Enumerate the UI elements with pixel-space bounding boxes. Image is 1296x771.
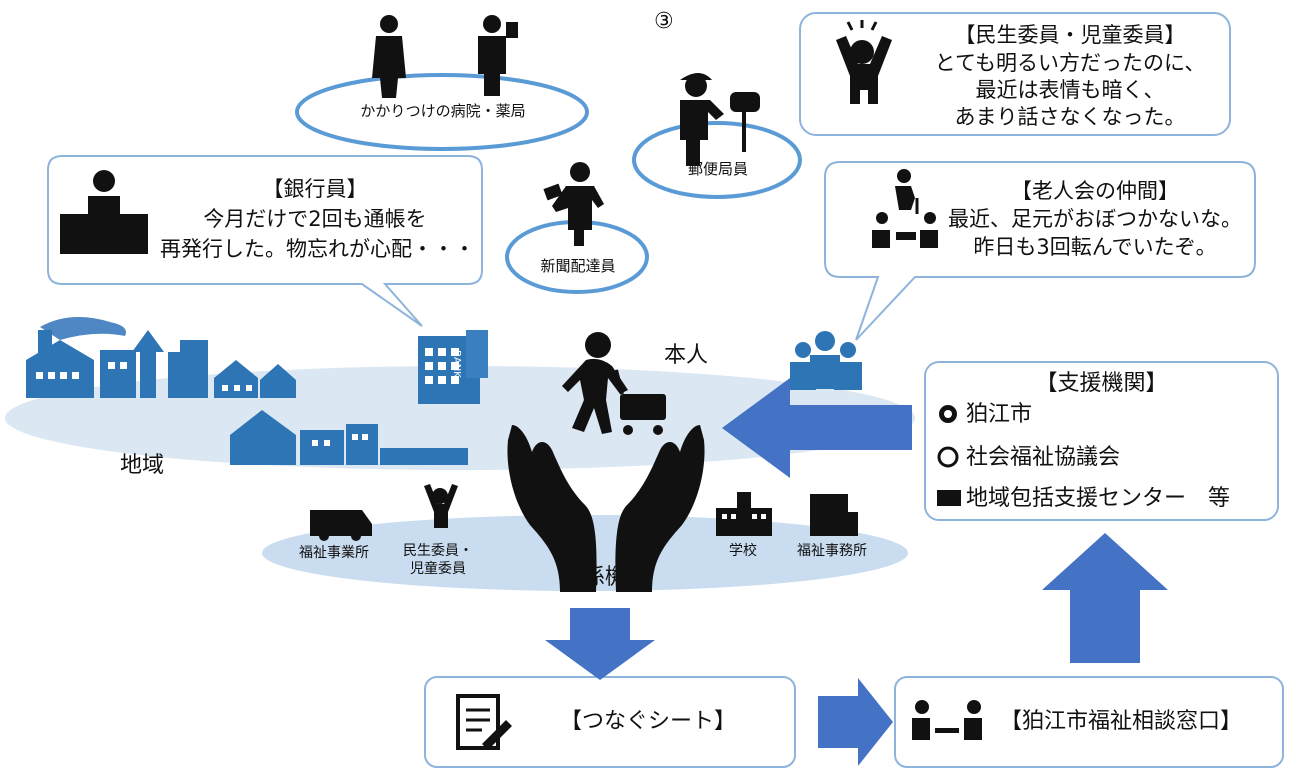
senior-bubble-line: 昨日も3回転んでいたぞ。 <box>973 235 1217 259</box>
support-item-center: 地域包括支援センター 等 <box>966 486 1231 511</box>
welfare-bubble <box>799 12 1231 136</box>
bank-bubble-line: 今月だけで2回も通帳を <box>203 207 427 231</box>
bank-sign: BANK <box>451 350 462 378</box>
clinic-label: かかりつけの病院・薬局 <box>360 102 526 120</box>
elderly-person-icon <box>562 332 666 435</box>
senior-bubble-line: 最近、足元がおぼつかないな。 <box>948 207 1242 231</box>
support-item-komae: 狛江市 <box>966 402 1033 427</box>
postal-label: 郵便局員 <box>687 160 748 178</box>
support-title: 【支援機関】 <box>1035 371 1168 396</box>
supporting-hands-icon <box>507 425 705 592</box>
commissioner-label-1: 民生委員・ <box>403 543 473 559</box>
commissioner-cheer-icon <box>836 20 892 104</box>
sheet-box <box>424 676 796 768</box>
welfare-bubble-title: 【民生委員・児童委員】 <box>954 23 1186 47</box>
bank-bubble <box>47 155 483 327</box>
town-skyline-icon <box>26 317 468 465</box>
commissioner-label-2: 児童委員 <box>410 561 466 577</box>
window-label: 【狛江市福祉相談窓口】 <box>1000 709 1243 734</box>
council-icon <box>937 446 959 468</box>
arrow-right <box>818 678 893 766</box>
support-item-council: 社会福祉協議会 <box>966 445 1121 470</box>
arrow-down <box>545 608 655 680</box>
school-label: 学校 <box>729 543 757 559</box>
page-marker: ③ <box>654 9 674 34</box>
clinic-ellipse <box>295 73 589 151</box>
consultation-icon <box>912 700 982 740</box>
welfare-office-label: 福祉事業所 <box>299 545 369 561</box>
region-label: 地域 <box>120 453 165 478</box>
bank-building-icon <box>418 330 488 404</box>
sheet-label: 【つなぐシート】 <box>560 709 737 734</box>
arrow-left <box>722 378 912 478</box>
bank-bubble-line: 再発行した。物忘れが心配・・・ <box>160 237 475 261</box>
bank-clerk-icon <box>60 170 148 254</box>
welfare-affairs-icon <box>810 494 858 536</box>
welfare-bubble-line: とても明るい方だったのに、 <box>934 51 1206 75</box>
community-center-icon <box>937 490 961 506</box>
document-sheet-icon <box>456 694 512 750</box>
senior-bubble-title: 【老人会の仲間】 <box>1011 179 1179 203</box>
doctor-pharmacist-icon <box>372 15 518 98</box>
newspaper-deliverer-icon <box>543 162 604 246</box>
newspaper-label: 新聞配達員 <box>540 257 616 275</box>
postal-ellipse <box>632 121 802 199</box>
bank-bubble-title: 【銀行員】 <box>262 177 368 201</box>
komae-city-icon <box>939 405 957 423</box>
welfare-affairs-label: 福祉事務所 <box>797 543 867 559</box>
welfare-bubble-line: あまり話さなくなった。 <box>954 105 1186 129</box>
school-icon <box>716 492 772 536</box>
welfare-vehicle-icon <box>310 510 372 541</box>
person-label: 本人 <box>664 343 709 368</box>
welfare-bubble-line: 最近は表情も暗く、 <box>975 78 1165 102</box>
related-orgs-title: 関係機関 <box>560 565 649 590</box>
arrow-up <box>1042 533 1168 663</box>
postman-icon <box>680 73 760 166</box>
window-box <box>894 676 1284 768</box>
support-box <box>924 361 1279 521</box>
senior-bubble <box>824 161 1256 341</box>
people-group-icon <box>790 331 862 390</box>
commissioner-related-icon <box>424 484 458 528</box>
senior-club-icon <box>872 169 938 248</box>
